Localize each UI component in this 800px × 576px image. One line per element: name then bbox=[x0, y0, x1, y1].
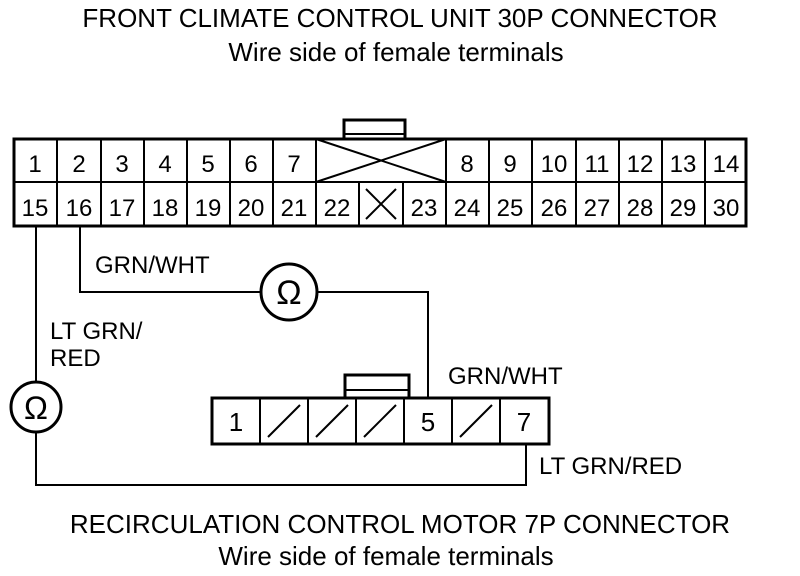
wire-label-lt-grn-line1: LT GRN/ bbox=[50, 318, 143, 345]
connector-30p-bottom-terminal-14: 28 bbox=[627, 195, 654, 222]
connector-30p-top-terminal-10: 10 bbox=[541, 151, 568, 178]
motor-connector-subtitle: Wire side of female terminals bbox=[218, 541, 554, 571]
connector-7p-terminal-1: 1 bbox=[229, 407, 243, 437]
connector-30p-bottom-terminal-1: 15 bbox=[22, 195, 49, 222]
connector-7p-terminal-7: 7 bbox=[517, 407, 531, 437]
connector-30p-bottom-dividers bbox=[56, 182, 706, 226]
wire-label-lt-grn-line2: RED bbox=[50, 345, 101, 372]
connector-30p-lock-tab bbox=[318, 118, 446, 141]
svg-text:Ω: Ω bbox=[276, 274, 301, 312]
connector-30p-bottom-terminal-11: 25 bbox=[497, 195, 524, 222]
motor-connector-title: RECIRCULATION CONTROL MOTOR 7P CONNECTOR bbox=[69, 509, 731, 539]
connector-30p-bottom-terminal-8: 22 bbox=[324, 195, 351, 222]
connector-30p-bottom-terminal-9: 23 bbox=[411, 195, 438, 222]
connector-7p-dividers bbox=[259, 398, 501, 444]
connector-30p-top-dividers bbox=[56, 139, 706, 182]
connector-30p-top-blank-cross bbox=[315, 138, 447, 183]
connector-30p-top-terminal-1: 1 bbox=[28, 151, 41, 178]
wire-lt-grn-red-to-7 bbox=[35, 432, 527, 486]
connector-30p-bottom-terminal-2: 16 bbox=[66, 195, 93, 222]
connector-30p-top-terminal-4: 4 bbox=[158, 151, 171, 178]
connector-30p-top-terminal-11: 11 bbox=[585, 151, 610, 178]
svg-text:Ω: Ω bbox=[24, 390, 48, 426]
connector-30p-top-terminal-8: 8 bbox=[460, 151, 473, 178]
connector-30p-bottom-terminal-12: 26 bbox=[541, 195, 568, 222]
connector-7p-lock-tab bbox=[343, 373, 411, 398]
connector-30p-bottom-terminals: 15 16 17 18 19 20 21 22 23 24 25 26 27 28 29 30 bbox=[22, 195, 740, 222]
connector-30p-bottom-terminal-3: 17 bbox=[109, 195, 136, 222]
wire-grn-wht-to-5 bbox=[318, 291, 429, 398]
ohmmeter-upper-icon: Ω bbox=[259, 262, 319, 322]
connector-30p-bottom-terminal-15: 29 bbox=[670, 195, 697, 222]
connector-30p-top-terminal-9: 9 bbox=[503, 151, 516, 178]
connector-30p-bottom-terminal-4: 18 bbox=[152, 195, 179, 222]
connector-30p-bottom-terminal-10: 24 bbox=[454, 195, 481, 222]
connector-7p-empty-cavity-slashes bbox=[267, 404, 493, 438]
connector-30p-bottom-terminal-16: 30 bbox=[713, 195, 740, 222]
connector-30p-top-terminal-13: 13 bbox=[670, 151, 697, 178]
unit-connector-subtitle: Wire side of female terminals bbox=[228, 37, 564, 67]
wire-grn-wht-from-16 bbox=[79, 226, 260, 293]
connector-30p-top-terminal-7: 7 bbox=[287, 151, 300, 178]
connector-30p-bottom-terminal-6: 20 bbox=[238, 195, 265, 222]
connector-30p-top-terminal-5: 5 bbox=[201, 151, 214, 178]
connector-30p-top-terminal-3: 3 bbox=[115, 151, 128, 178]
connector-30p-top-terminal-6: 6 bbox=[244, 151, 257, 178]
connector-30p-bottom-terminal-5: 19 bbox=[195, 195, 222, 222]
connector-30p-top-terminal-2: 2 bbox=[72, 151, 85, 178]
connector-30p-top-terminal-12: 12 bbox=[627, 151, 654, 178]
ohmmeter-lower-icon: Ω bbox=[9, 380, 63, 434]
wire-label-lt-grn-red-lower: LT GRN/RED bbox=[539, 453, 682, 480]
connector-30p-bottom-terminal-7: 21 bbox=[281, 195, 308, 222]
connector-30p-bottom-terminal-13: 27 bbox=[584, 195, 611, 222]
connector-30p-bottom-blank-cross bbox=[365, 188, 397, 220]
connector-30p-top-terminal-14: 14 bbox=[713, 151, 740, 178]
connector-7p-terminal-5: 5 bbox=[421, 407, 435, 437]
unit-connector-title: FRONT CLIMATE CONTROL UNIT 30P CONNECTOR bbox=[82, 3, 718, 33]
wire-label-grn-wht-lower: GRN/WHT bbox=[448, 363, 563, 390]
wire-label-grn-wht-upper: GRN/WHT bbox=[95, 252, 210, 279]
